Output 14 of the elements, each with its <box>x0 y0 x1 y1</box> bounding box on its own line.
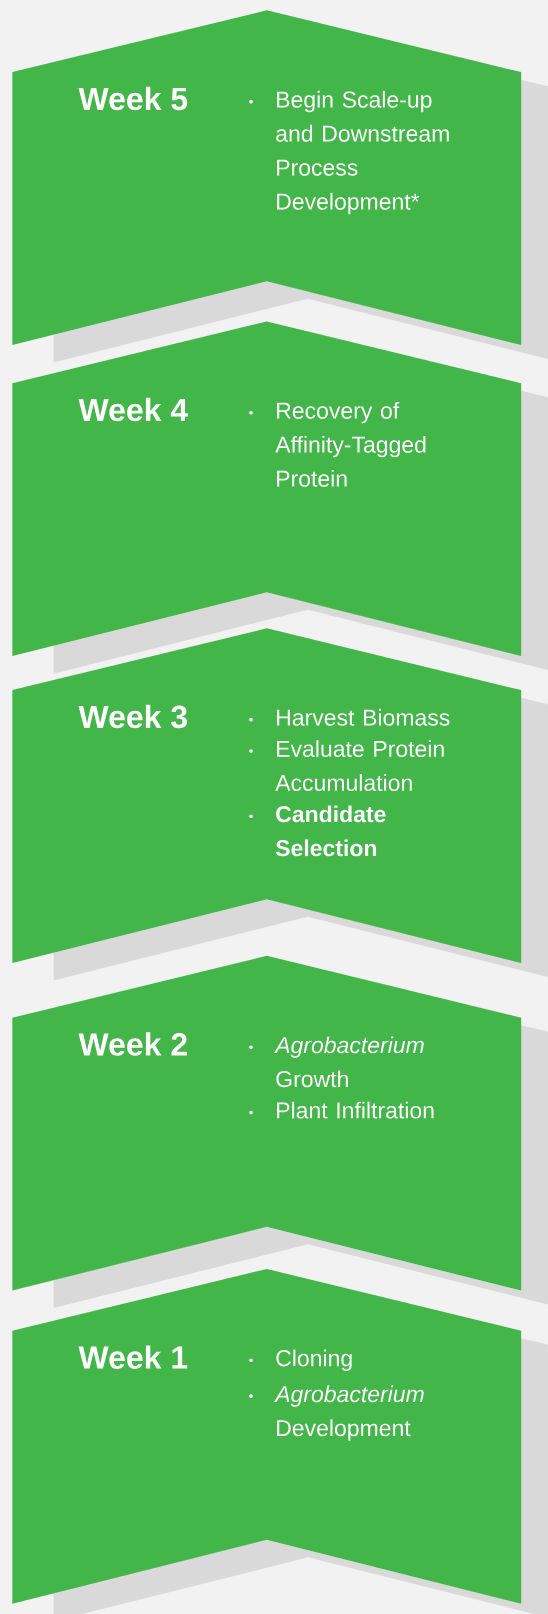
bullet-text: Recovery of Affinity-Tagged Protein <box>275 401 426 487</box>
week-label: Week 1 <box>78 1345 188 1369</box>
bullet-text: Candidate Selection <box>275 805 386 857</box>
bullet-text: Harvest Biomass <box>277 708 450 726</box>
week-label: Week 5 <box>78 86 188 111</box>
week-label: Week 4 <box>78 397 188 422</box>
bullet-text: Cloning <box>276 1349 352 1371</box>
week-label: Week 3 <box>78 704 187 729</box>
bullet-text: Agrobacterium Growth <box>274 1036 424 1088</box>
bullet-text: Agrobacterium Development <box>274 1385 424 1441</box>
bullet-text: Evaluate Protein Accumulation <box>275 740 444 792</box>
week-label: Week 2 <box>78 1032 187 1056</box>
bullet-text: Plant Infiltration <box>277 1101 434 1119</box>
bullet-text: Begin Scale-up and Downstream Process Development* <box>276 90 449 215</box>
